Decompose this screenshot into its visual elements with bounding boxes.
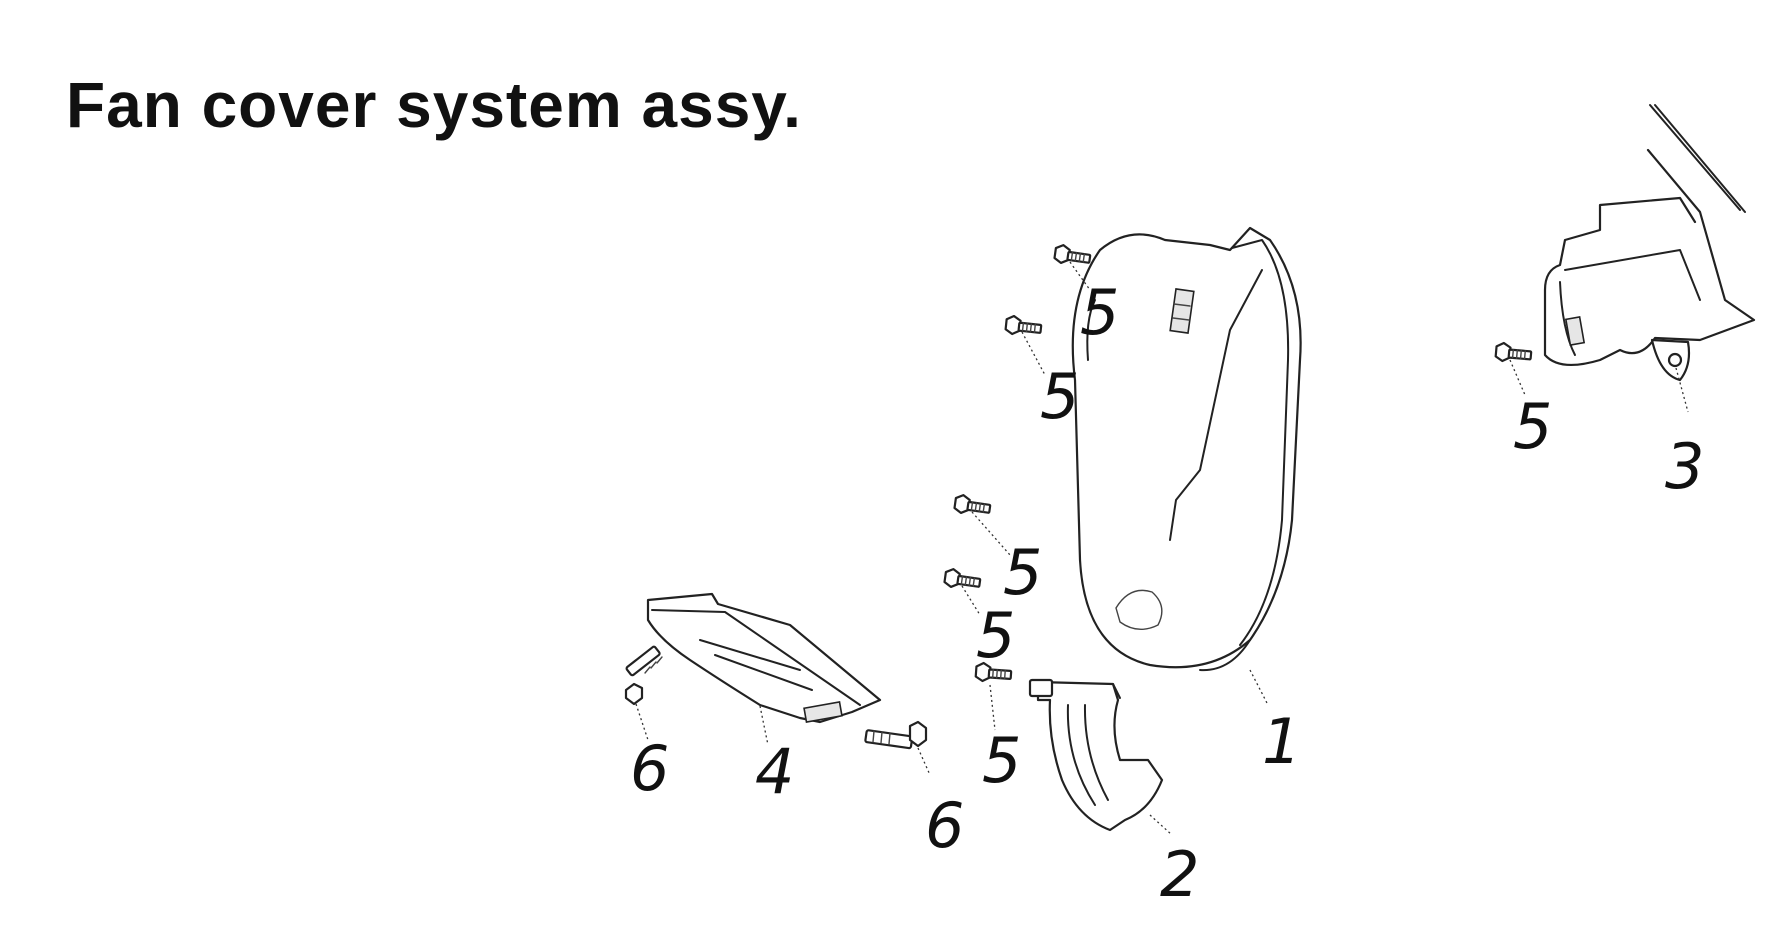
callout-4: 4 — [755, 735, 794, 808]
bolt-6-left — [624, 645, 663, 706]
callout-5-b: 5 — [1040, 360, 1079, 433]
side-cover — [646, 592, 882, 724]
leader-lines — [635, 261, 1689, 836]
callout-5-f: 5 — [1513, 390, 1552, 463]
callout-5-c: 5 — [1003, 536, 1042, 609]
lower-guard — [1028, 678, 1164, 832]
callout-5-e: 5 — [982, 724, 1021, 797]
bolt-5-f — [1494, 341, 1533, 365]
fan-cover-main — [1071, 226, 1302, 672]
callout-6-right: 6 — [925, 789, 964, 862]
bracket-housing — [1543, 104, 1756, 382]
bolt-5-a — [1052, 243, 1093, 268]
callout-5-a: 5 — [1080, 276, 1119, 349]
diagram-title: Fan cover system assy. — [66, 69, 802, 141]
callout-3: 3 — [1665, 430, 1704, 503]
callout-1: 1 — [1262, 705, 1301, 778]
bolt-6-right — [864, 720, 928, 750]
bolt-5-b — [1004, 314, 1043, 338]
callout-6-left: 6 — [630, 732, 669, 805]
callout-2: 2 — [1160, 838, 1199, 911]
callout-5-d: 5 — [976, 599, 1015, 672]
